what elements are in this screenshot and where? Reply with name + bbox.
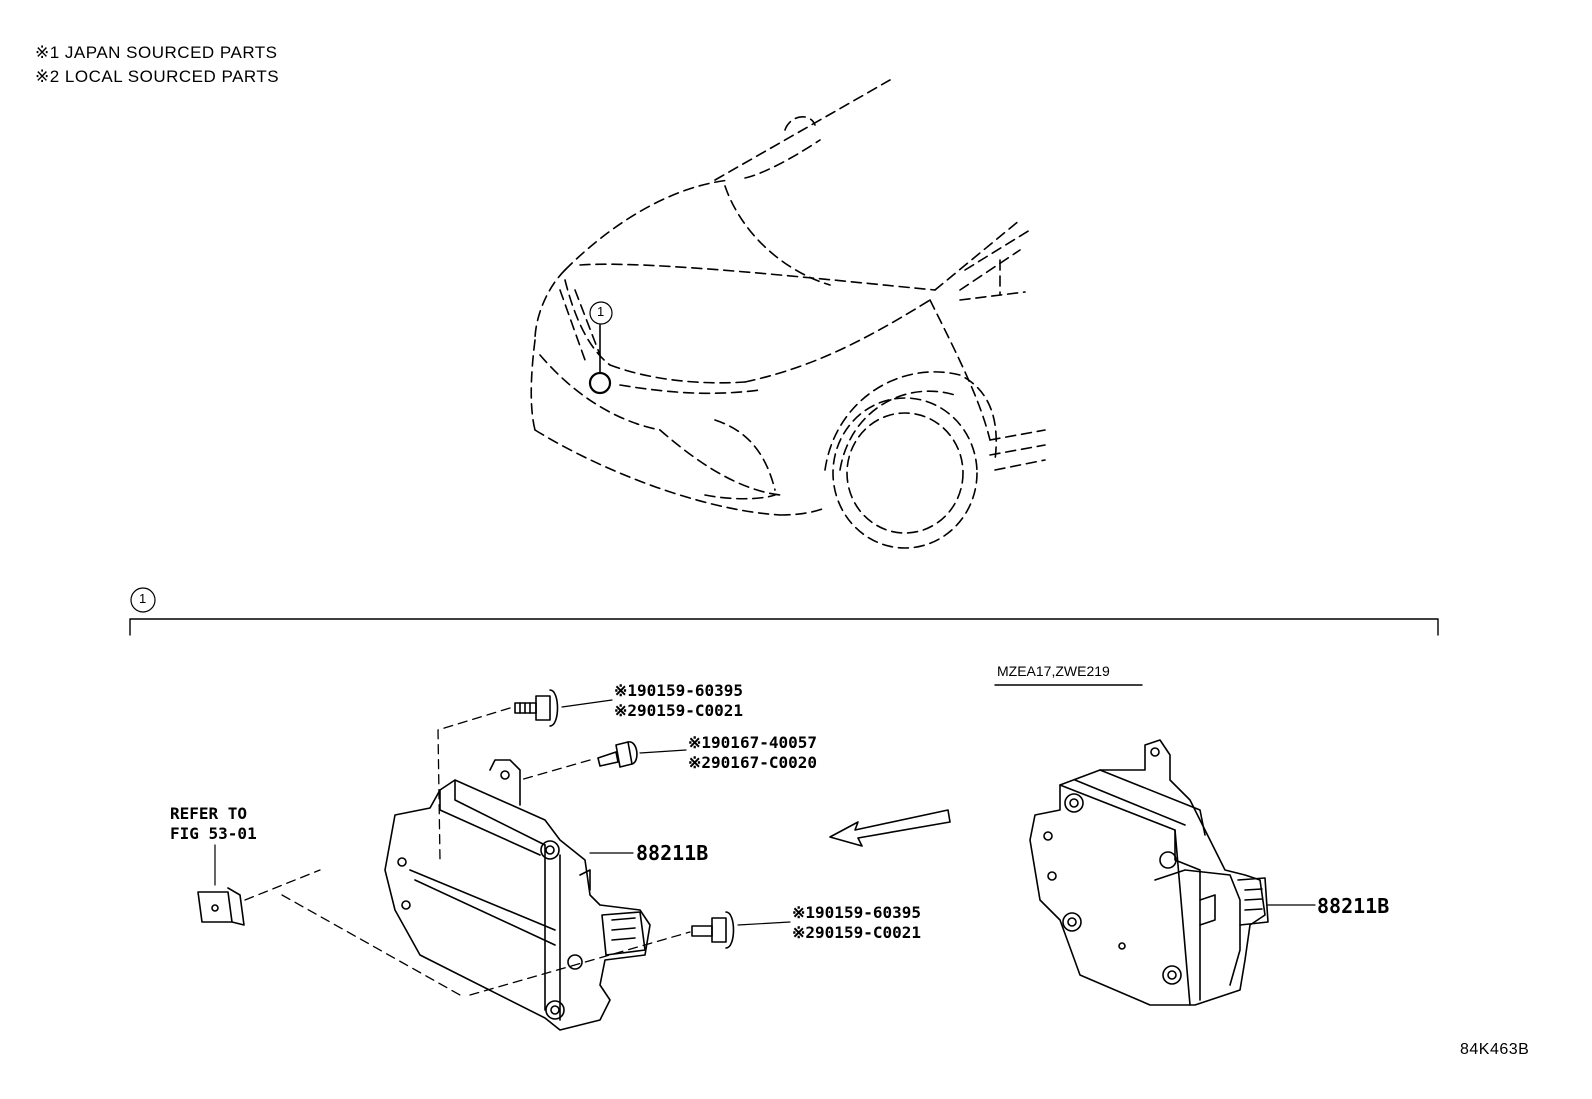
model-label: MZEA17,ZWE219: [997, 663, 1110, 679]
note-local-sourced: ※2 LOCAL SOURCED PARTS: [35, 67, 280, 86]
part-number-screw-local[interactable]: ※290167-C0020: [688, 753, 817, 772]
sensor-location-marker: [588, 371, 612, 395]
part-number-sensor-right[interactable]: 88211B: [1317, 894, 1390, 918]
screw-drawing: [597, 741, 638, 768]
part-number-sensor-left[interactable]: 88211B: [636, 841, 709, 865]
part-number-bolt-top-local[interactable]: ※290159-C0021: [614, 701, 743, 720]
leader-lines: [244, 707, 691, 996]
section-bracket: [129, 618, 1439, 636]
bolt-bottom-drawing: [691, 911, 735, 949]
sensor-left-drawing: [384, 759, 651, 1031]
sensor-right-drawing: [1029, 739, 1269, 1006]
direction-arrow: [829, 809, 951, 847]
part-number-bolt-bottom-jp[interactable]: ※190159-60395: [792, 903, 921, 922]
note-japan-sourced: ※1 JAPAN SOURCED PARTS: [35, 43, 278, 62]
part-number-screw-jp[interactable]: ※190167-40057: [688, 733, 817, 752]
part-number-bolt-top-jp[interactable]: ※190159-60395: [614, 681, 743, 700]
refer-figure-label[interactable]: FIG 53-01: [170, 824, 257, 843]
section-marker-circle: [130, 587, 156, 613]
callout-number: 1: [597, 304, 605, 319]
callout-circle: [589, 301, 613, 325]
refer-to-label: REFER TO: [170, 804, 248, 823]
section-marker-number: 1: [139, 591, 147, 606]
car-illustration: [530, 79, 1046, 549]
figure-code: 84K463B: [1460, 1041, 1530, 1058]
part-number-bolt-bottom-local[interactable]: ※290159-C0021: [792, 923, 921, 942]
clip-drawing: [197, 887, 245, 926]
bolt-top-drawing: [514, 689, 559, 727]
